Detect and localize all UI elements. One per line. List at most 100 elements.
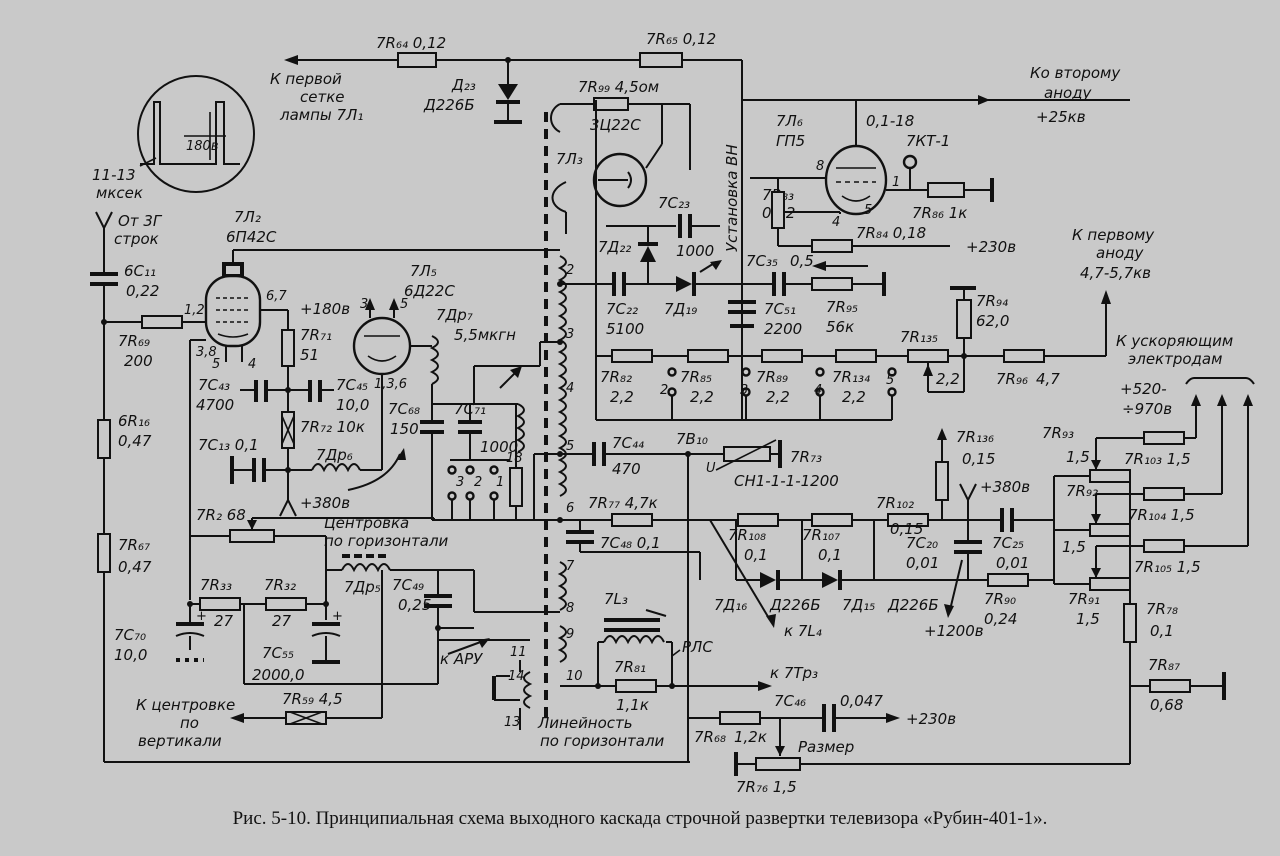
resistor-r95 <box>811 277 853 291</box>
resistor-r16 <box>97 419 111 459</box>
label-to-accel-2: электродам <box>1128 350 1222 368</box>
tube-l5 <box>352 316 412 376</box>
diode-d23 <box>498 84 518 100</box>
label-r95-ref: 7R₉₅ <box>826 298 858 316</box>
label-to-first-grid-3: лампы 7Л₁ <box>279 106 363 124</box>
label-c68-val: 150 <box>390 420 419 438</box>
label-r89-val: 2,2 <box>766 388 790 406</box>
label-r95-val: 56к <box>826 318 854 336</box>
resistor-r83 <box>771 191 785 229</box>
gp5-stage: Ко второму аноду +25кв 7Л₆ ГП5 0,1-18 7К… <box>742 64 1130 271</box>
label-c46-val: 0,047 <box>840 692 883 710</box>
label-r67-ref: 7R₆₇ <box>118 536 150 554</box>
resistor-r77 <box>611 513 653 527</box>
label-c20-ref: 7С₂₀ <box>906 534 938 552</box>
resistor-18 <box>509 467 523 507</box>
label-c35-val: 0,5 <box>790 252 814 270</box>
potentiometer-r2[interactable] <box>229 529 275 543</box>
diode-d22 <box>640 246 656 262</box>
resistor-r32 <box>265 597 307 611</box>
label-to-second-anode-1: Ко второму <box>1030 64 1121 82</box>
hv-rectifier: 7R₉₉ 4,5ом 3Ц22С 7Л₃ 7С₂₃ 1000 7Д₂₂ <box>550 78 720 284</box>
pin-l2-12: 1,2 <box>184 303 205 318</box>
label-l2-ref: 7Л₂ <box>234 208 261 226</box>
label-r90-val: 0,24 <box>984 610 1017 628</box>
label-3c22s: 3Ц22С <box>590 116 641 134</box>
label-vdr: СН1-1-1-1200 <box>734 472 839 490</box>
label-r68: 7R₆₈ <box>694 728 726 746</box>
focus-chain: 7С₂₂ 5100 7Д₁₉ 7С₅₁ 2200 7R₉₅ 56к <box>560 225 886 338</box>
potentiometer-r92[interactable] <box>1089 523 1131 537</box>
resistor-r64 <box>397 52 437 68</box>
pin-14: 14 <box>508 669 525 684</box>
label-dr7-ref: 7Др₇ <box>436 306 473 324</box>
label-c23: 7С₂₃ <box>658 194 690 212</box>
label-r103: 7R₁₀₃ 1,5 <box>1124 450 1191 468</box>
label-c51-ref: 7С₅₁ <box>764 300 796 318</box>
pin-8: 8 <box>566 601 574 616</box>
label-c46: 7С₄₆ <box>774 692 806 710</box>
pin-l5-3: 3 <box>360 297 368 312</box>
label-c49-ref: 7С₄₉ <box>392 576 424 594</box>
label-from-3g-2: строк <box>114 230 159 248</box>
label-to-first-grid-1: К первой <box>270 70 342 88</box>
label-r91-val: 1,5 <box>1076 610 1100 628</box>
resistor-r65 <box>639 52 683 68</box>
label-waveform-time: 11-13 <box>92 166 136 184</box>
pin-l6-8: 8 <box>816 159 824 174</box>
label-r102-ref: 7R₁₀₂ <box>876 494 914 512</box>
label-r96-val: 4,7 <box>1036 370 1060 388</box>
potentiometer-r93[interactable] <box>1089 469 1131 483</box>
label-size: Размер <box>798 738 854 756</box>
resistor-r104 <box>1143 487 1185 501</box>
label-dr7-val: 5,5мкгн <box>454 326 516 344</box>
resistor-r96 <box>1003 349 1045 363</box>
resistor-r81 <box>615 679 657 693</box>
label-r68-val: 1,2к <box>734 728 767 746</box>
pin-4: 4 <box>566 381 574 396</box>
label-d23-ref: Д₂₃ <box>451 76 476 94</box>
label-r16-ref: 6R₁₆ <box>118 412 150 430</box>
label-r59: 7R₅₉ 4,5 <box>282 690 343 708</box>
label-r81: 7R₈₁ <box>614 658 646 676</box>
label-c11-ref: 6С₁₁ <box>124 262 156 280</box>
label-r65: 7R₆₅ 0,12 <box>646 30 716 48</box>
diode-d19 <box>676 276 692 292</box>
resistor-r78 <box>1123 603 1137 643</box>
pin-tap-2: 2 <box>660 383 668 398</box>
label-r94-val: 62,0 <box>976 312 1009 330</box>
label-kt1: 7КТ-1 <box>906 132 950 150</box>
label-c44-val: 470 <box>612 460 641 478</box>
pin-3: 3 <box>566 327 574 342</box>
label-r108-val: 0,1 <box>744 546 768 564</box>
resistor-r82 <box>611 349 653 363</box>
label-r102-val: 0,15 <box>890 520 923 538</box>
label-d16: 7Д₁₆ <box>714 596 747 614</box>
resistor-r134 <box>835 349 877 363</box>
label-r105: 7R₁₀₅ 1,5 <box>1134 558 1201 576</box>
label-to-centering-v-3: вертикали <box>138 732 222 750</box>
label-c51-val: 2200 <box>764 320 802 338</box>
label-c45-val: 10,0 <box>336 396 369 414</box>
label-r69-ref: 7R₆₉ <box>118 332 150 350</box>
label-plus180: +180в <box>300 300 350 318</box>
pin-2: 2 <box>566 263 574 278</box>
label-r73: 7R₇₃ <box>790 448 822 466</box>
label-r77: 7R₇₇ 4,7к <box>588 494 658 512</box>
potentiometer-r76[interactable] <box>755 757 801 771</box>
label-r64: 7R₆₄ 0,12 <box>376 34 446 52</box>
label-linearity-h-1: Линейность <box>537 714 633 732</box>
label-l3b: 7L₃ <box>604 590 628 608</box>
label-r92-val: 1,5 <box>1062 538 1086 556</box>
pin-l2-5: 5 <box>212 357 220 372</box>
resistor-r89 <box>761 349 803 363</box>
label-v520-1: +520- <box>1120 380 1167 398</box>
label-c23-val: 1000 <box>676 242 714 260</box>
pin-sw-3: 3 <box>456 475 464 490</box>
label-to-accel-1: К ускоряющим <box>1116 332 1233 350</box>
label-c25-ref: 7С₂₅ <box>992 534 1024 552</box>
label-c35: 7С₃₅ <box>746 252 778 270</box>
resistor-r103 <box>1143 431 1185 445</box>
potentiometer-r91[interactable] <box>1089 577 1131 591</box>
label-r92-ref: 7R₉₂ <box>1066 482 1098 500</box>
